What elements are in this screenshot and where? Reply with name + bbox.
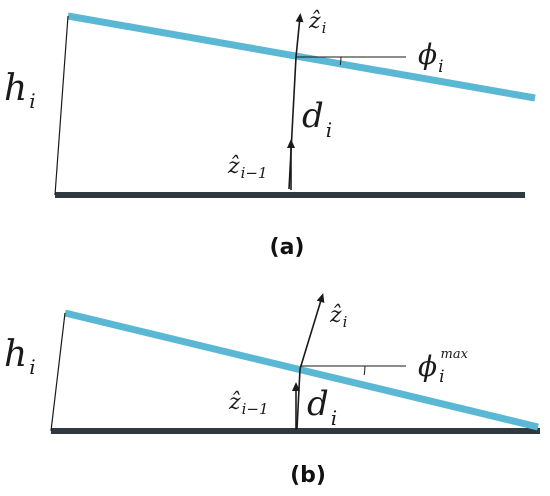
height-line — [54, 15, 69, 196]
angle-arc — [339, 56, 342, 66]
height-line — [50, 312, 66, 432]
panel-caption: (a) — [270, 235, 305, 260]
normal-arrow-top — [295, 13, 304, 58]
angle-label: ϕi — [418, 38, 444, 77]
tilted-plate — [64, 309, 539, 431]
angle-arc — [363, 365, 366, 376]
normal-label-top: ẑi — [308, 9, 327, 37]
distance-line — [288, 56, 297, 190]
distance-line — [296, 368, 301, 430]
normal-label-bottom: ẑi−1 — [228, 390, 269, 418]
panel-caption: (b) — [290, 463, 326, 488]
normal-label-bottom: ẑi−1 — [227, 154, 268, 182]
normal-arrow-top — [299, 293, 325, 370]
normal-label-top: ẑi — [329, 303, 348, 331]
